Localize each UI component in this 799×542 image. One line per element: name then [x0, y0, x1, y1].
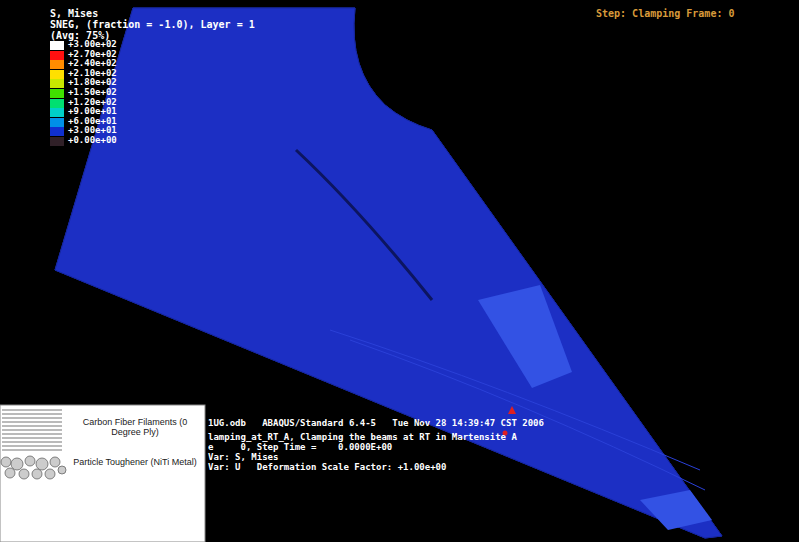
- legend-swatch: [50, 51, 64, 60]
- file-info: 1UG.odb ABAQUS/Standard 6.4-5 Tue Nov 28…: [208, 419, 544, 429]
- legend-value: +2.10e+02: [68, 69, 117, 79]
- legend-value: +3.00e+02: [68, 40, 117, 50]
- material-label: Particle Toughener (NiTi Metal): [70, 458, 200, 468]
- legend-swatch: [50, 99, 64, 108]
- legend-value: +9.00e+01: [68, 107, 117, 117]
- legend-swatch: [50, 41, 64, 50]
- particles: [1, 456, 66, 479]
- legend-value: +0.00e+00: [68, 136, 117, 146]
- step-frame: Step: Clamping Frame: 0: [596, 8, 734, 19]
- wing-outline: [55, 8, 722, 538]
- increment-info: e 0, Step Time = 0.0000E+00: [208, 443, 392, 453]
- legend-swatch: [50, 137, 64, 146]
- legend-value: +2.40e+02: [68, 59, 117, 69]
- patch: [478, 285, 572, 388]
- wing-mesh: [55, 8, 722, 538]
- legend-value: +3.00e+01: [68, 126, 117, 136]
- legend-value: +1.20e+02: [68, 98, 117, 108]
- plot-variable: S, Mises: [50, 8, 98, 19]
- fiber-stripes: [2, 410, 62, 450]
- legend-value: +1.50e+02: [68, 88, 117, 98]
- deformed-variable: Var: U Deformation Scale Factor: +1.00e+…: [208, 463, 446, 473]
- legend-value: +2.70e+02: [68, 50, 117, 60]
- legend-swatch: [50, 118, 64, 127]
- legend-swatch: [50, 89, 64, 98]
- legend-swatch: [50, 70, 64, 79]
- primary-variable: Var: S, Mises: [208, 453, 278, 463]
- marker: [508, 406, 516, 414]
- step-description: lamping_at_RT_A, Clamping the beams at R…: [208, 433, 517, 443]
- legend-swatch: [50, 108, 64, 117]
- legend-value: +1.80e+02: [68, 78, 117, 88]
- legend-swatch: [50, 127, 64, 136]
- patch: [640, 490, 712, 530]
- spar-line: [296, 150, 432, 300]
- legend-swatch: [50, 60, 64, 69]
- legend-value: +6.00e+01: [68, 117, 117, 127]
- legend-swatch: [50, 79, 64, 88]
- inset-panel: [0, 405, 205, 542]
- section-point: SNEG, (fraction = -1.0), Layer = 1: [50, 19, 255, 30]
- material-label: Carbon Fiber Filaments (0 Degree Ply): [70, 418, 200, 438]
